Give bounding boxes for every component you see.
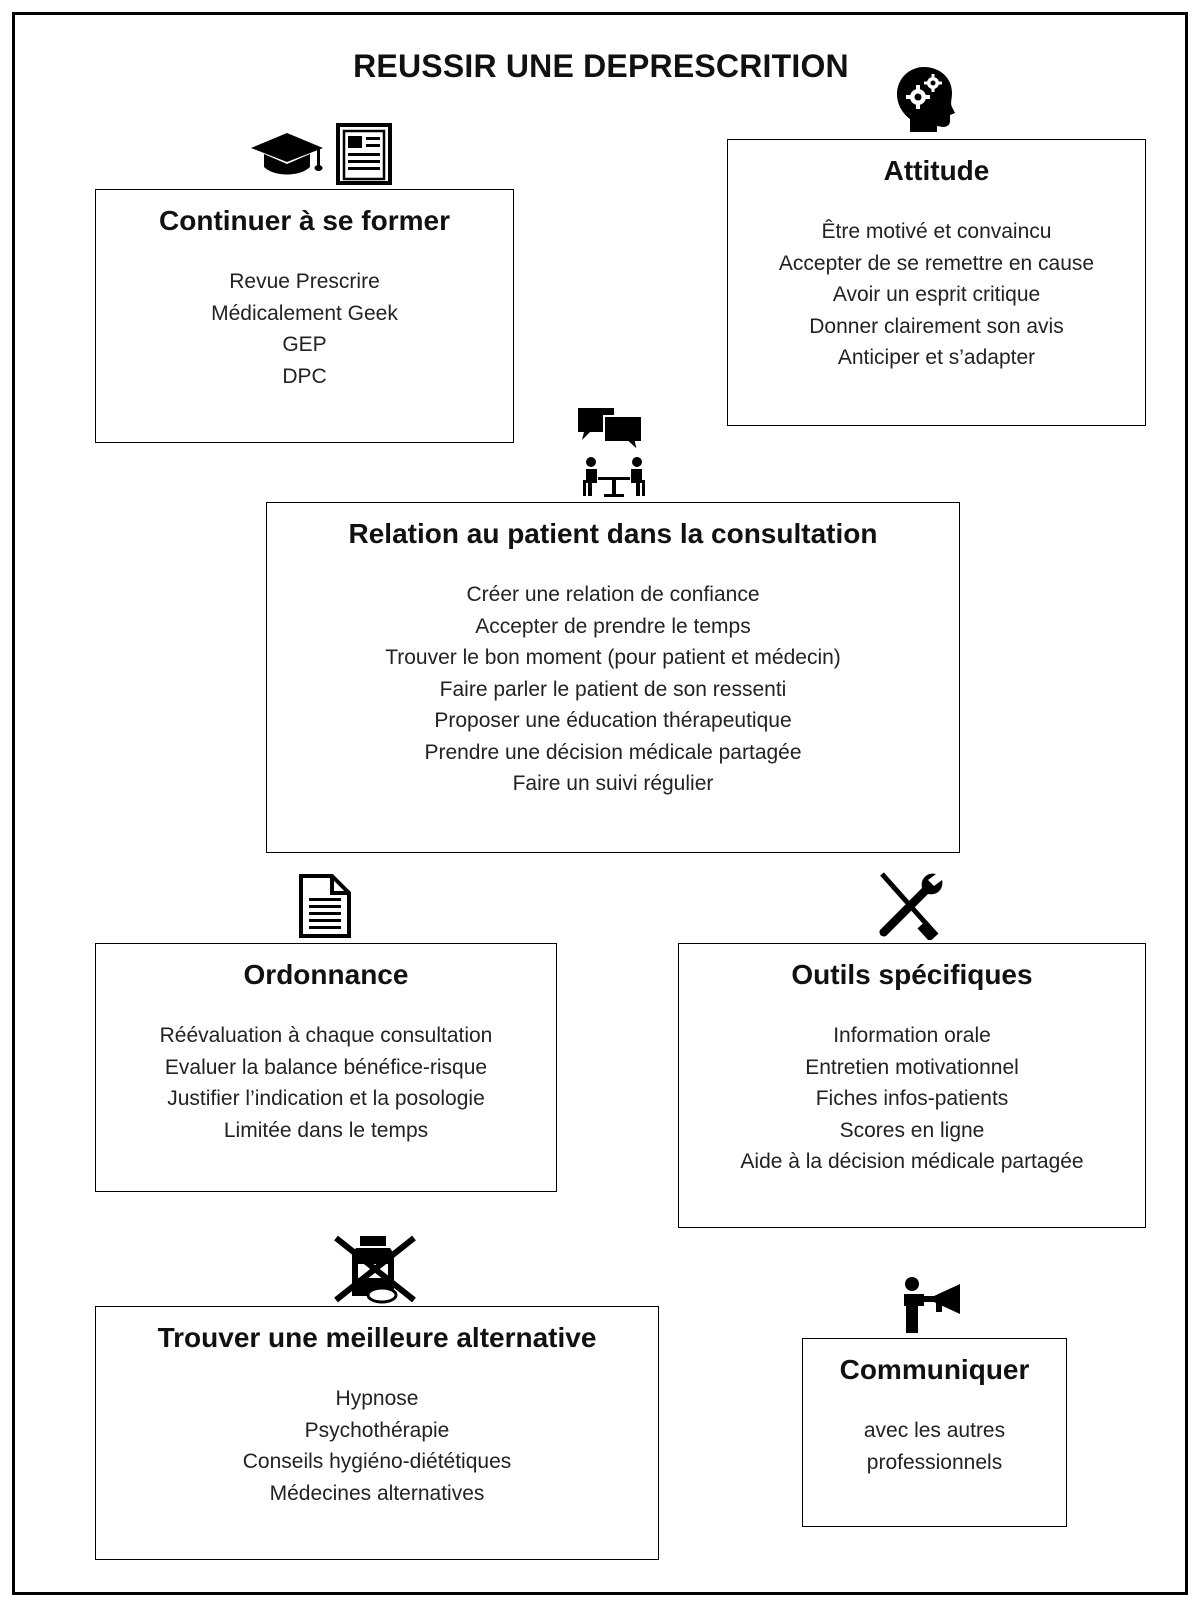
box-item-list: Réévaluation à chaque consultation Evalu… (96, 1020, 556, 1146)
list-item: Réévaluation à chaque consultation (159, 1024, 493, 1047)
list-item: Information orale (833, 1024, 991, 1047)
list-item: Créer une relation de confiance (466, 583, 760, 606)
page-title: REUSSIR UNE DEPRESCRITION (353, 48, 849, 84)
list-item: Entretien motivationnel (805, 1055, 1019, 1079)
list-item: Être motivé et convaincu (821, 220, 1052, 243)
box-title: Attitude (883, 155, 990, 186)
megaphone-person-icon (902, 1276, 964, 1334)
list-item: Donner clairement son avis (809, 314, 1064, 338)
list-item: Conseils hygiéno-diététiques (242, 1450, 512, 1473)
list-item: Revue Prescrire (229, 270, 380, 293)
box-trouver-une-meilleure-alternative: Trouver une meilleure alternative Hypnos… (95, 1306, 659, 1560)
list-item: Anticiper et s’adapter (837, 346, 1036, 369)
box-item-list: Être motivé et convaincu Accepter de se … (728, 216, 1145, 374)
list-item: Avoir un esprit critique (832, 283, 1041, 306)
head-gears-icon (894, 65, 956, 133)
no-medication-icon (332, 1234, 418, 1304)
list-item: Psychothérapie (304, 1418, 450, 1442)
list-item: Fiches infos-patients (815, 1087, 1009, 1110)
consultation-meeting-icon (582, 456, 646, 498)
list-item: GEP (282, 333, 327, 356)
list-item: Scores en ligne (839, 1118, 985, 1142)
box-item-list: Créer une relation de confiance Accepter… (267, 579, 959, 800)
list-item: Trouver le bon moment (pour patient et m… (385, 646, 841, 669)
speech-bubbles-icon (576, 406, 644, 452)
list-item: Hypnose (335, 1387, 419, 1410)
list-item: Accepter de se remettre en cause (778, 251, 1095, 275)
box-title: Outils spécifiques (791, 959, 1033, 990)
graduation-cap-icon (250, 131, 324, 177)
box-ordonnance: Ordonnance Réévaluation à chaque consult… (95, 943, 557, 1192)
box-communiquer: Communiquer avec les autres professionne… (802, 1338, 1067, 1527)
box-continuer-a-se-former: Continuer à se former Revue Prescrire Mé… (95, 189, 514, 443)
list-item: Justifier l’indication et la posologie (167, 1087, 485, 1110)
box-attitude: Attitude Être motivé et convaincu Accept… (727, 139, 1146, 426)
box-title: Relation au patient dans la consultation (348, 518, 878, 549)
tools-icon (874, 870, 944, 940)
list-item: Aide à la décision médicale partagée (740, 1150, 1084, 1173)
list-item: Prendre une décision médicale partagée (424, 740, 802, 764)
list-item: Médecines alternatives (269, 1481, 485, 1505)
box-outils-specifiques: Outils spécifiques Information orale Ent… (678, 943, 1146, 1228)
diagram-frame (12, 12, 1188, 1595)
box-title: Ordonnance (243, 959, 409, 990)
list-item: Proposer une éducation thérapeutique (434, 709, 792, 732)
list-item: Faire un suivi régulier (512, 772, 714, 795)
list-item: Faire parler le patient de son ressenti (439, 677, 787, 701)
box-title: Trouver une meilleure alternative (157, 1322, 597, 1353)
list-item: Evaluer la balance bénéfice-risque (164, 1055, 488, 1079)
list-item: Accepter de prendre le temps (475, 614, 751, 638)
box-item-list: Information orale Entretien motivationne… (679, 1020, 1145, 1178)
box-item-list: Hypnose Psychothérapie Conseils hygiéno-… (96, 1383, 658, 1509)
box-title: Communiquer (839, 1354, 1030, 1385)
box-item-list: avec les autres professionnels (803, 1415, 1066, 1478)
box-title: Continuer à se former (159, 205, 450, 236)
list-item: Limitée dans le temps (223, 1118, 429, 1142)
newspaper-icon (336, 123, 392, 185)
box-item-list: Revue Prescrire Médicalement Geek GEP DP… (96, 266, 513, 392)
list-item: avec les autres (863, 1419, 1006, 1442)
list-item: professionnels (866, 1450, 1003, 1474)
list-item: Médicalement Geek (211, 301, 398, 325)
list-item: DPC (282, 364, 327, 388)
document-icon (298, 873, 352, 939)
box-relation-au-patient: Relation au patient dans la consultation… (266, 502, 960, 853)
